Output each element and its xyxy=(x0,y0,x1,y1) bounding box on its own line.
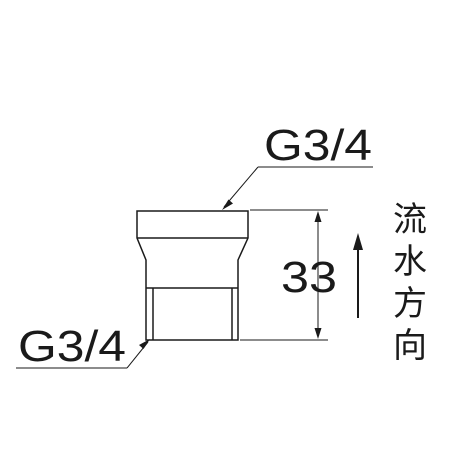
leader-bottom xyxy=(16,339,150,369)
fitting-outline xyxy=(136,210,249,341)
flow-char-2: 水 xyxy=(393,242,427,282)
dimension-arrow-bottom xyxy=(314,328,322,339)
top-thread-label: G3/4 xyxy=(264,121,372,170)
dimension-lines xyxy=(240,209,328,341)
fitting-body-outline xyxy=(136,210,249,341)
flow-direction-arrow xyxy=(353,233,363,318)
dimension-arrow-top xyxy=(314,211,322,222)
height-dimension-label: 33 xyxy=(281,253,337,302)
flow-char-1: 流 xyxy=(393,200,427,240)
bottom-thread-label: G3/4 xyxy=(18,322,126,371)
flow-char-3: 方 xyxy=(393,284,427,324)
flow-direction-text: 流 水 方 向 xyxy=(393,200,427,366)
leader-top xyxy=(222,166,373,210)
flow-char-4: 向 xyxy=(393,326,427,366)
